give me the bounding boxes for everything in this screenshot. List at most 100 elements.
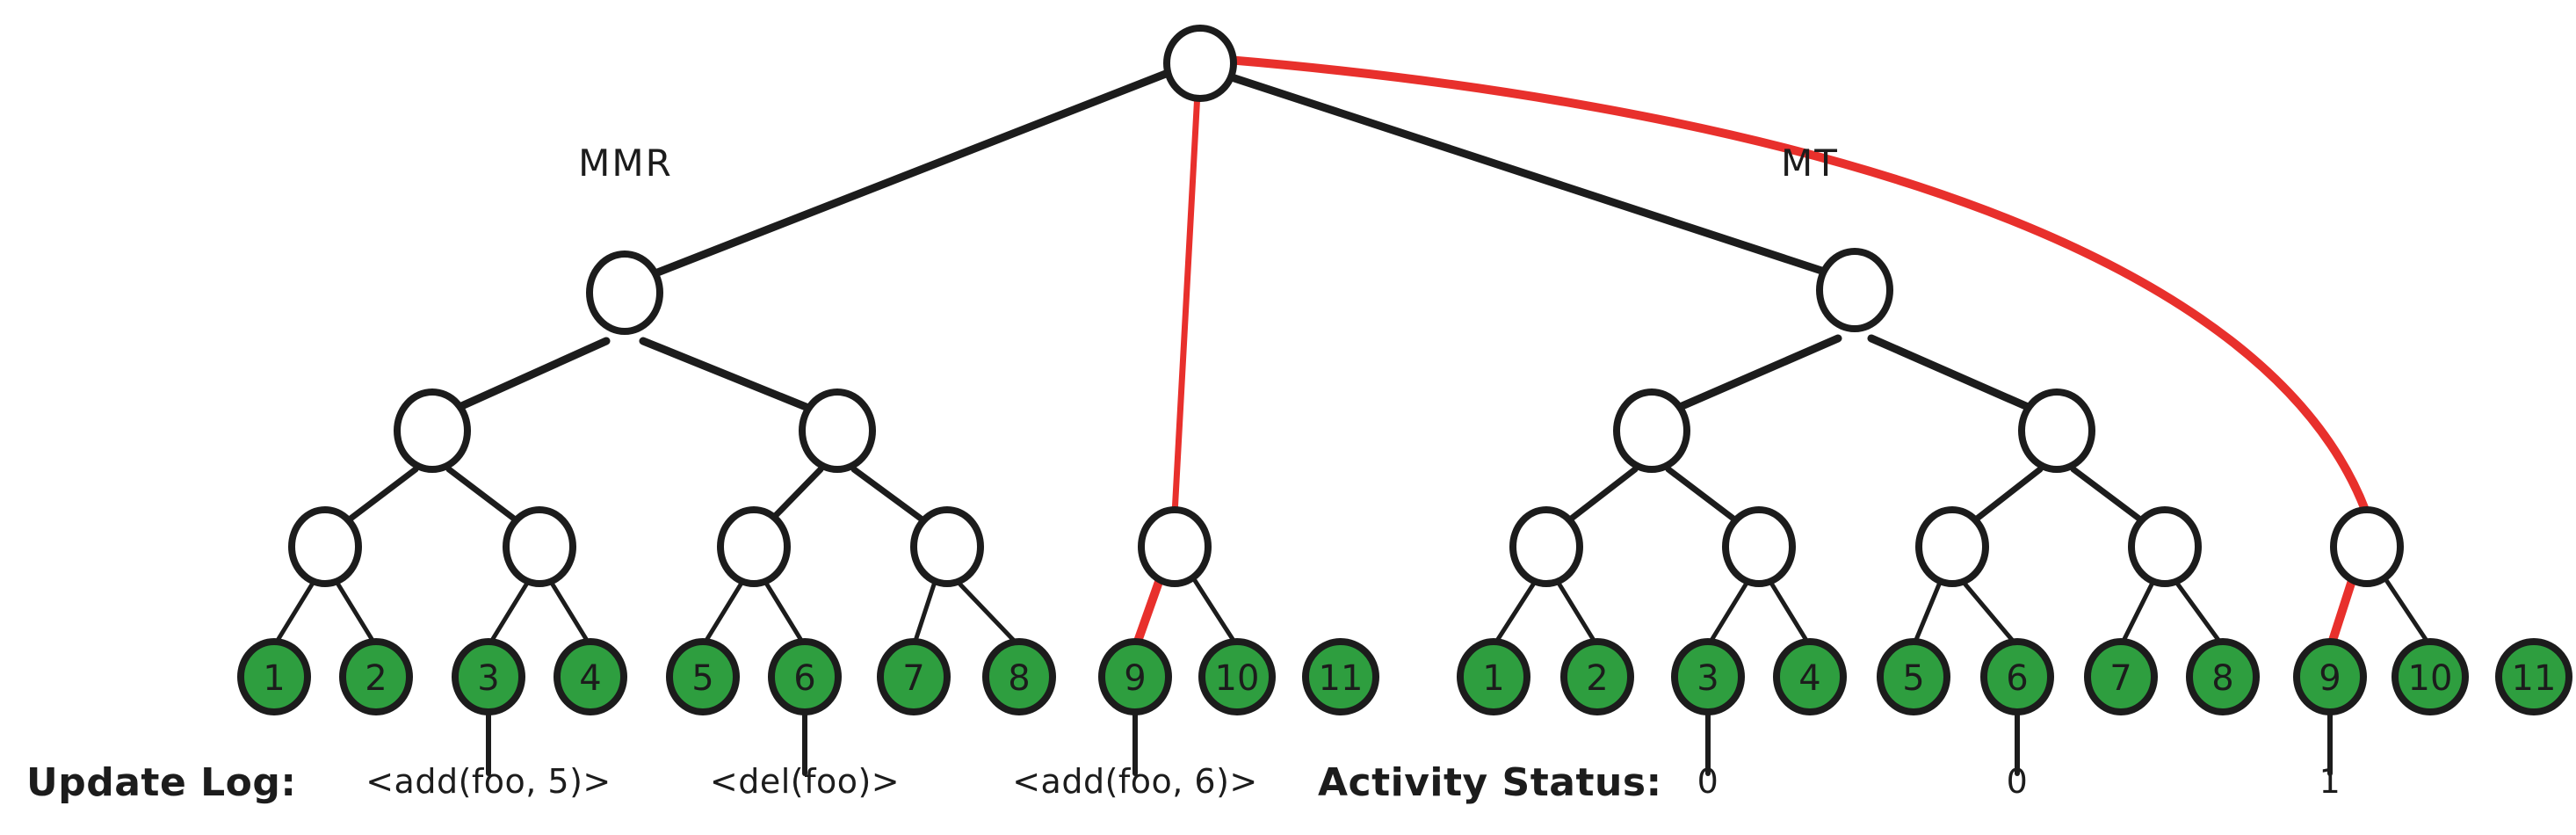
leaf-left-1[interactable] — [237, 638, 311, 715]
leaf-node: 8 — [2186, 638, 2260, 715]
edge-right-L3b-to-leaf3 — [1705, 582, 1748, 649]
leaf-right-11[interactable] — [2495, 638, 2572, 715]
edge-left-L3d-to-leaf7 — [911, 582, 937, 649]
internal-nodes — [288, 25, 2404, 587]
node-left-level3-a[interactable] — [288, 506, 362, 587]
activity-status-value-1: 0 — [2007, 762, 2029, 801]
leaf-right-8[interactable] — [2186, 638, 2260, 715]
leaf-left-4[interactable] — [554, 638, 627, 715]
edge-left-L3c-to-leaf5 — [700, 582, 743, 649]
node-right-level3-a[interactable] — [1509, 506, 1583, 587]
node-left-level3-d[interactable] — [910, 506, 984, 587]
edge-left-L3b-to-leaf4 — [550, 582, 593, 649]
node-left-level3-c[interactable] — [717, 506, 791, 587]
leaf-node: 3 — [452, 638, 525, 715]
leaf-right-3-label: 3 — [1697, 658, 1719, 699]
left-tree-edges — [271, 337, 1240, 649]
leaf-node: 11 — [2495, 638, 2572, 715]
leaf-right-1[interactable] — [1457, 638, 1530, 715]
edge-left-L3c-to-leaf6 — [764, 582, 807, 649]
activity-status-value-0: 0 — [1697, 762, 1719, 801]
node-right-level2-a[interactable] — [1613, 388, 1690, 473]
leaf-left-2[interactable] — [339, 638, 413, 715]
leaf-left-10-label: 10 — [1215, 658, 1260, 699]
leaf-right-1-label: 1 — [1482, 658, 1504, 699]
leaf-right-10[interactable] — [2391, 638, 2469, 715]
leaf-left-5[interactable] — [666, 638, 740, 715]
update-log-entry-2: <add(foo, 6)> — [1012, 762, 1258, 801]
leaf-right-11-label: 11 — [2512, 658, 2557, 699]
edge-right-L3d-to-leaf8 — [2175, 582, 2225, 649]
leaf-node: 4 — [554, 638, 627, 715]
leaf-right-4-label: 4 — [1798, 658, 1820, 699]
node-left-level3-e[interactable] — [1138, 506, 1212, 587]
edge-left-L3d-to-leaf8 — [958, 582, 1022, 649]
node-root[interactable] — [1163, 25, 1237, 102]
node-right-level3-b[interactable] — [1722, 506, 1796, 587]
leaf-left-8[interactable] — [982, 638, 1056, 715]
edge-right-L3e-to-leaf10 — [2377, 567, 2433, 649]
activity-status-row: Activity Status: 0 0 1 — [1318, 760, 2341, 805]
leaf-node: 1 — [1457, 638, 1530, 715]
leaf-right-7-label: 7 — [2109, 658, 2131, 699]
leaf-left-8-label: 8 — [1008, 658, 1030, 699]
leaf-left-4-label: 4 — [579, 658, 601, 699]
leaf-node: 7 — [877, 638, 951, 715]
label-mmr: MMR — [578, 142, 673, 185]
leaf-right-2[interactable] — [1560, 638, 1634, 715]
edge-left-L1-to-L2b — [639, 337, 841, 424]
leaf-left-10[interactable] — [1198, 638, 1276, 715]
edge-left-L3e-to-leaf10 — [1185, 567, 1240, 649]
right-tree-leaves: 1 2 3 4 5 6 7 8 9 10 11 — [1457, 638, 2572, 715]
leaf-right-2-label: 2 — [1586, 658, 1608, 699]
tick-marks — [486, 711, 2333, 776]
label-mt: MT — [1781, 142, 1839, 185]
edge-left-L3b-to-leaf3 — [486, 582, 529, 649]
edge-left-L3a-to-leaf2 — [336, 582, 379, 649]
leaf-node: 2 — [339, 638, 413, 715]
leaf-left-7[interactable] — [877, 638, 951, 715]
leaf-node: 6 — [1980, 638, 2054, 715]
leaf-node: 10 — [1198, 638, 1276, 715]
leaf-node: 9 — [2293, 638, 2367, 715]
leaf-left-11[interactable] — [1302, 638, 1379, 715]
leaf-right-9-label: 9 — [2319, 658, 2341, 699]
left-tree-leaves: 1 2 3 4 5 6 7 8 9 10 11 — [237, 638, 1379, 715]
leaf-left-5-label: 5 — [691, 658, 713, 699]
leaf-right-4[interactable] — [1773, 638, 1847, 715]
leaf-node: 1 — [237, 638, 311, 715]
node-right-level3-c[interactable] — [1915, 506, 1989, 587]
node-right-level1[interactable] — [1816, 248, 1893, 332]
leaf-node: 3 — [1671, 638, 1745, 715]
leaf-left-11-label: 11 — [1319, 658, 1364, 699]
leaf-node: 2 — [1560, 638, 1634, 715]
node-left-level2-a[interactable] — [394, 388, 471, 473]
update-log-title: Update Log: — [26, 760, 296, 805]
leaf-right-10-label: 10 — [2408, 658, 2453, 699]
node-right-level3-d[interactable] — [2128, 506, 2202, 587]
root-edges — [619, 66, 1858, 290]
red-edge-root-to-right-9-parent — [1223, 55, 2370, 514]
edge-right-L3c-to-leaf6 — [1963, 582, 2020, 649]
leaf-node: 4 — [1773, 638, 1847, 715]
leaf-node: 7 — [2084, 638, 2158, 715]
leaf-node: 9 — [1098, 638, 1172, 715]
activity-status-title: Activity Status: — [1318, 760, 1662, 805]
node-right-level3-e[interactable] — [2330, 506, 2404, 587]
leaf-node: 10 — [2391, 638, 2469, 715]
edge-right-L3a-to-leaf2 — [1557, 582, 1600, 649]
leaf-right-7[interactable] — [2084, 638, 2158, 715]
update-log-row: Update Log: <add(foo, 5)> <del(foo)> <ad… — [26, 760, 1258, 805]
node-right-level2-b[interactable] — [2018, 388, 2095, 473]
leaf-node: 8 — [982, 638, 1056, 715]
red-edge-root-to-left-9-parent — [1171, 89, 1201, 518]
leaf-left-1-label: 1 — [263, 658, 285, 699]
node-left-level2-b[interactable] — [799, 388, 876, 473]
node-left-level3-b[interactable] — [503, 506, 576, 587]
node-left-level1[interactable] — [586, 250, 663, 335]
leaf-left-6-label: 6 — [793, 658, 815, 699]
leaf-left-9-label: 9 — [1124, 658, 1146, 699]
leaf-right-5[interactable] — [1877, 638, 1950, 715]
update-log-entry-0: <add(foo, 5)> — [365, 762, 611, 801]
